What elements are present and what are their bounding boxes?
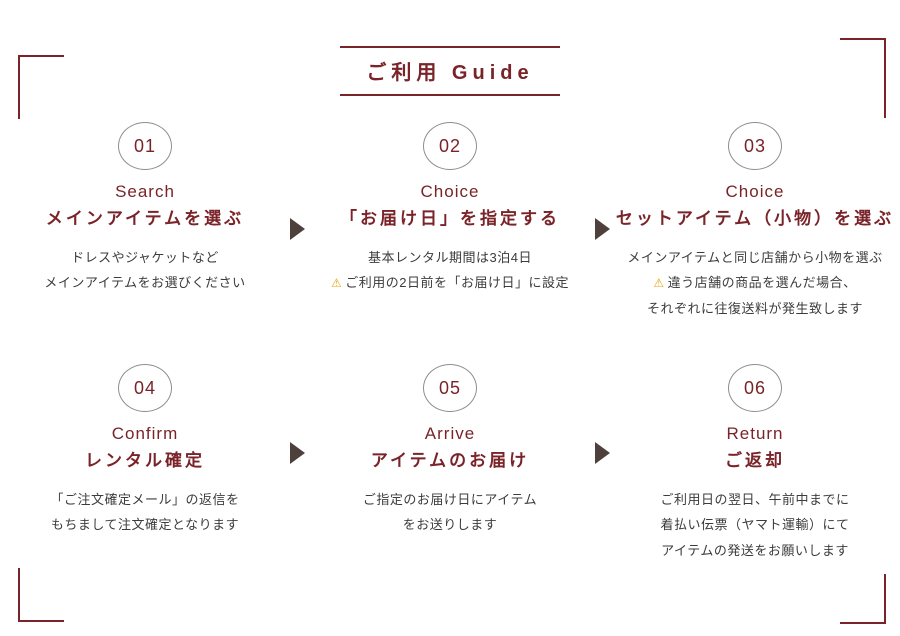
- step-number: 02: [438, 135, 462, 156]
- step-number-badge: 06: [728, 364, 782, 412]
- step-description: 基本レンタル期間は3泊4日 ⚠ご利用の2日前を「お届け日」に設定: [331, 245, 569, 296]
- desc-line: ご指定のお届け日にアイテム: [363, 487, 537, 512]
- arrow-right-icon: [290, 218, 305, 240]
- step-06-return: 06 Return ご返却 ご利用日の翌日、午前中までに 着払い伝票（ヤマト運輸…: [614, 364, 896, 563]
- corner-bracket-bottom-right: [840, 574, 886, 624]
- step-label-en: Choice: [420, 182, 480, 201]
- arrow-right-icon: [595, 218, 610, 240]
- step-description: 「ご注文確定メール」の返信を もちまして注文確定となります: [50, 487, 239, 538]
- desc-line: 「ご注文確定メール」の返信を: [50, 487, 239, 512]
- steps-row-2: 04 Confirm レンタル確定 「ご注文確定メール」の返信を もちまして注文…: [0, 364, 900, 584]
- desc-text: ドレスやジャケットなど: [71, 250, 219, 265]
- desc-text: もちまして注文確定となります: [50, 517, 240, 533]
- step-number-badge: 03: [728, 122, 782, 170]
- desc-text: ご指定のお届け日にアイテム: [362, 492, 538, 507]
- page-title: ご利用 Guide: [340, 46, 560, 96]
- step-number: 04: [133, 377, 157, 398]
- step-04-confirm: 04 Confirm レンタル確定 「ご注文確定メール」の返信を もちまして注文…: [4, 364, 286, 538]
- step-05-arrive: 05 Arrive アイテムのお届け ご指定のお届け日にアイテム をお送りします: [309, 364, 591, 538]
- step-number-badge: 01: [118, 122, 172, 170]
- step-number-badge: 04: [118, 364, 172, 412]
- step-description: ご利用日の翌日、午前中までに 着払い伝票（ヤマト運輸）にて アイテムの発送をお願…: [660, 487, 849, 563]
- step-label-ja: レンタル確定: [85, 451, 205, 470]
- step-label-en: Return: [726, 424, 784, 443]
- step-label-ja: ご返却: [725, 451, 785, 470]
- steps-row-1: 01 Search メインアイテムを選ぶ ドレスやジャケットなど メインアイテム…: [0, 122, 900, 360]
- desc-line: 基本レンタル期間は3泊4日: [331, 245, 569, 270]
- desc-text: 基本レンタル期間は3泊4日: [368, 250, 532, 265]
- desc-line: ⚠ご利用の2日前を「お届け日」に設定: [331, 270, 569, 295]
- desc-text: 「ご注文確定メール」の返信を: [50, 492, 240, 507]
- arrow-right-icon: [290, 442, 305, 464]
- step-label-ja: アイテムのお届け: [370, 451, 530, 470]
- step-01-search: 01 Search メインアイテムを選ぶ ドレスやジャケットなど メインアイテム…: [4, 122, 286, 296]
- desc-text: それぞれに往復送料が発生致します: [646, 300, 863, 316]
- arrow-right-icon: [595, 442, 610, 464]
- desc-line: 着払い伝票（ヤマト運輸）にて: [660, 512, 849, 537]
- desc-text: ご利用日の翌日、午前中までに: [660, 492, 850, 507]
- desc-line: メインアイテムをお選びください: [44, 270, 245, 295]
- warning-icon: ⚠: [653, 276, 665, 291]
- desc-text: アイテムの発送をお願いします: [661, 542, 849, 558]
- corner-bracket-top-left: [18, 55, 64, 119]
- step-label-en: Confirm: [111, 424, 179, 443]
- step-label-en: Choice: [725, 182, 785, 201]
- desc-text: 着払い伝票（ヤマト運輸）にて: [660, 517, 850, 533]
- step-number: 01: [133, 135, 157, 156]
- desc-line: メインアイテムと同じ店舗から小物を選ぶ: [627, 245, 882, 270]
- desc-line: もちまして注文確定となります: [50, 512, 239, 537]
- desc-line: ドレスやジャケットなど: [44, 245, 245, 270]
- step-label-ja: メインアイテムを選ぶ: [45, 209, 245, 228]
- title-section: ご利用 Guide: [0, 0, 900, 96]
- step-number-badge: 05: [423, 364, 477, 412]
- desc-text: メインアイテムと同じ店舗から小物を選ぶ: [627, 250, 883, 265]
- step-03-choice-set-items: 03 Choice セットアイテム（小物）を選ぶ メインアイテムと同じ店舗から小…: [614, 122, 896, 321]
- desc-text: 違う店舗の商品を選んだ場合、: [667, 275, 857, 291]
- step-number: 03: [743, 135, 767, 156]
- desc-line: アイテムの発送をお願いします: [660, 538, 849, 563]
- desc-line: それぞれに往復送料が発生致します: [627, 296, 882, 321]
- step-number-badge: 02: [423, 122, 477, 170]
- desc-text: メインアイテムをお選びください: [44, 275, 246, 291]
- warning-icon: ⚠: [331, 276, 343, 291]
- desc-line: をお送りします: [363, 512, 537, 537]
- step-description: メインアイテムと同じ店舗から小物を選ぶ ⚠違う店舗の商品を選んだ場合、 それぞれ…: [627, 245, 882, 321]
- step-02-choice-delivery-date: 02 Choice 「お届け日」を指定する 基本レンタル期間は3泊4日 ⚠ご利用…: [309, 122, 591, 296]
- desc-line: ご利用日の翌日、午前中までに: [660, 487, 849, 512]
- step-label-ja: セットアイテム（小物）を選ぶ: [615, 209, 895, 228]
- step-description: ご指定のお届け日にアイテム をお送りします: [363, 487, 537, 538]
- step-label-ja: 「お届け日」を指定する: [340, 209, 560, 228]
- step-description: ドレスやジャケットなど メインアイテムをお選びください: [44, 245, 245, 296]
- step-number: 05: [438, 377, 462, 398]
- corner-bracket-bottom-left: [18, 568, 64, 622]
- step-label-en: Arrive: [424, 424, 476, 443]
- desc-text: をお送りします: [402, 517, 498, 533]
- corner-bracket-top-right: [840, 38, 886, 118]
- desc-line: ⚠違う店舗の商品を選んだ場合、: [627, 270, 882, 295]
- desc-text: ご利用の2日前を「お届け日」に設定: [345, 275, 569, 291]
- step-label-en: Search: [115, 182, 175, 201]
- step-number: 06: [743, 377, 767, 398]
